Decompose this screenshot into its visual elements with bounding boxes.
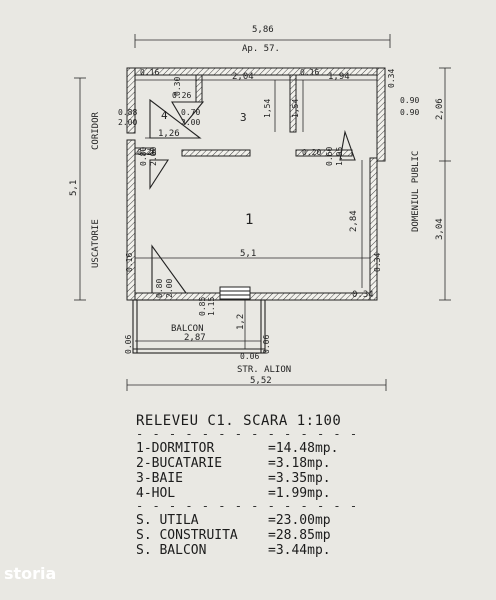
room-1-label: 1 <box>245 212 253 228</box>
balcony <box>132 299 266 354</box>
dim-text: 0.06 <box>262 335 271 354</box>
apartment-label: Ap. 57. <box>242 44 280 54</box>
room-4-label: 4 <box>161 109 168 122</box>
legend-total-value: =3.44mp. <box>268 543 331 558</box>
dim-total-width: 5,86 <box>252 25 274 35</box>
dim-text: 0.70 <box>181 108 200 117</box>
room-3-label: 3 <box>240 111 247 124</box>
legend-room-area: =14.48mp. <box>268 441 339 456</box>
legend-row: S. BALCON =3.44mp. <box>136 543 436 558</box>
legend-total-name: S. UTILA <box>136 513 199 528</box>
legend-total-name: S. CONSTRUITA <box>136 528 238 543</box>
dim-text: 0.20 <box>302 148 321 157</box>
legend-room-name: 2-BUCATARIE <box>136 456 223 471</box>
dim-text: 5,52 <box>250 376 272 386</box>
dim-text: 0.34 <box>373 253 382 272</box>
dim-text: 2.00 <box>165 279 174 298</box>
dim-text: 5,1 <box>69 180 79 196</box>
legend-room-name: 4-HOL <box>136 486 176 501</box>
legend-room-name: 3-BAIE <box>136 471 183 486</box>
legend-title: RELEVEU C1. SCARA 1:100 <box>136 413 342 429</box>
dimension-lines <box>74 67 451 391</box>
side-label-uscatorie: USCATORIE <box>91 219 101 268</box>
dim-text: 1,54 <box>263 99 272 118</box>
balcony-label: BALCON <box>171 324 204 334</box>
dim-text: 5,1 <box>240 249 256 259</box>
dim-text: 0.30 <box>173 77 182 96</box>
legend-row: 4-HOL =1.99mp. <box>136 486 436 501</box>
dim-text: 1,54 <box>291 99 300 118</box>
floor-plan-drawing: 5,86 Ap. 57. <box>69 25 451 391</box>
legend-row: S. UTILA =23.00mp <box>136 513 436 528</box>
legend-room-name: 1-DORMITOR <box>136 441 215 456</box>
dim-text: 2,04 <box>232 72 254 82</box>
dim-text: 1,94 <box>328 72 350 82</box>
legend: RELEVEU C1. SCARA 1:100 - - - - - - - - … <box>136 413 436 559</box>
legend-row: 2-BUCATARIE =3.18mp. <box>136 456 436 471</box>
dim-text: 0.06 <box>240 352 259 361</box>
dim-text: 1,26 <box>158 129 180 139</box>
legend-divider: - - - - - - - - - - - - - - - - - - - - … <box>136 429 362 441</box>
dim-text: 3,04 <box>435 218 445 240</box>
legend-room-area: =3.35mp. <box>268 471 331 486</box>
street-label: STR. ALION <box>237 365 291 375</box>
legend-total-name: S. BALCON <box>136 543 207 558</box>
dim-text: 0.85 <box>198 297 207 316</box>
dim-text: 0.80 <box>139 147 148 166</box>
legend-row: S. CONSTRUITA =28.85mp <box>136 528 436 543</box>
dim-text: 2,84 <box>349 210 359 232</box>
dim-text: 1,2 <box>236 314 246 330</box>
side-label-domeniul-public: DOMENIUL PUBLIC <box>411 151 421 232</box>
dim-text: 0.90 <box>400 96 419 105</box>
legend-room-area: =1.99mp. <box>268 486 331 501</box>
dim-text: 0.26 <box>172 91 191 100</box>
dim-text: 2.00 <box>149 147 158 166</box>
dimension-texts: 0.16 0.16 2,04 1,94 0.34 0.30 0.26 0.88 … <box>69 68 445 386</box>
dim-text: 0.16 <box>140 68 159 77</box>
dim-text: 1.15 <box>207 297 216 316</box>
dim-text: 2.00 <box>118 118 137 127</box>
dim-text: 0.60 <box>325 147 334 166</box>
dim-text: 1.95 <box>335 147 344 166</box>
dim-text: 0.80 <box>155 279 164 298</box>
door-swings <box>149 98 356 294</box>
dim-text: 0.34 <box>387 69 396 88</box>
legend-room-area: =3.18mp. <box>268 456 331 471</box>
dim-text: 0.06 <box>124 335 133 354</box>
side-label-coridor: CORIDOR <box>91 111 101 150</box>
legend-total-value: =23.00mp <box>268 513 331 528</box>
legend-row: 3-BAIE =3.35mp. <box>136 471 436 486</box>
dim-text: 0.16 <box>300 68 319 77</box>
dim-text: 2.00 <box>181 118 200 127</box>
dim-text: 0.88 <box>118 108 137 117</box>
storia-watermark: storia <box>4 564 57 583</box>
legend-row: 1-DORMITOR =14.48mp. <box>136 441 436 456</box>
dim-text: 0.20 <box>137 148 156 157</box>
legend-divider: - - - - - - - - - - - - - - - - - - - - … <box>136 501 362 513</box>
dim-text: 2,87 <box>184 333 206 343</box>
dim-text: 0.34 <box>352 290 374 300</box>
top-dimension: 5,86 Ap. 57. <box>134 25 391 54</box>
dim-text: 0.16 <box>125 253 134 272</box>
dim-text: 0.90 <box>400 108 419 117</box>
legend-total-value: =28.85mp <box>268 528 331 543</box>
dim-text: 2,06 <box>435 98 445 120</box>
